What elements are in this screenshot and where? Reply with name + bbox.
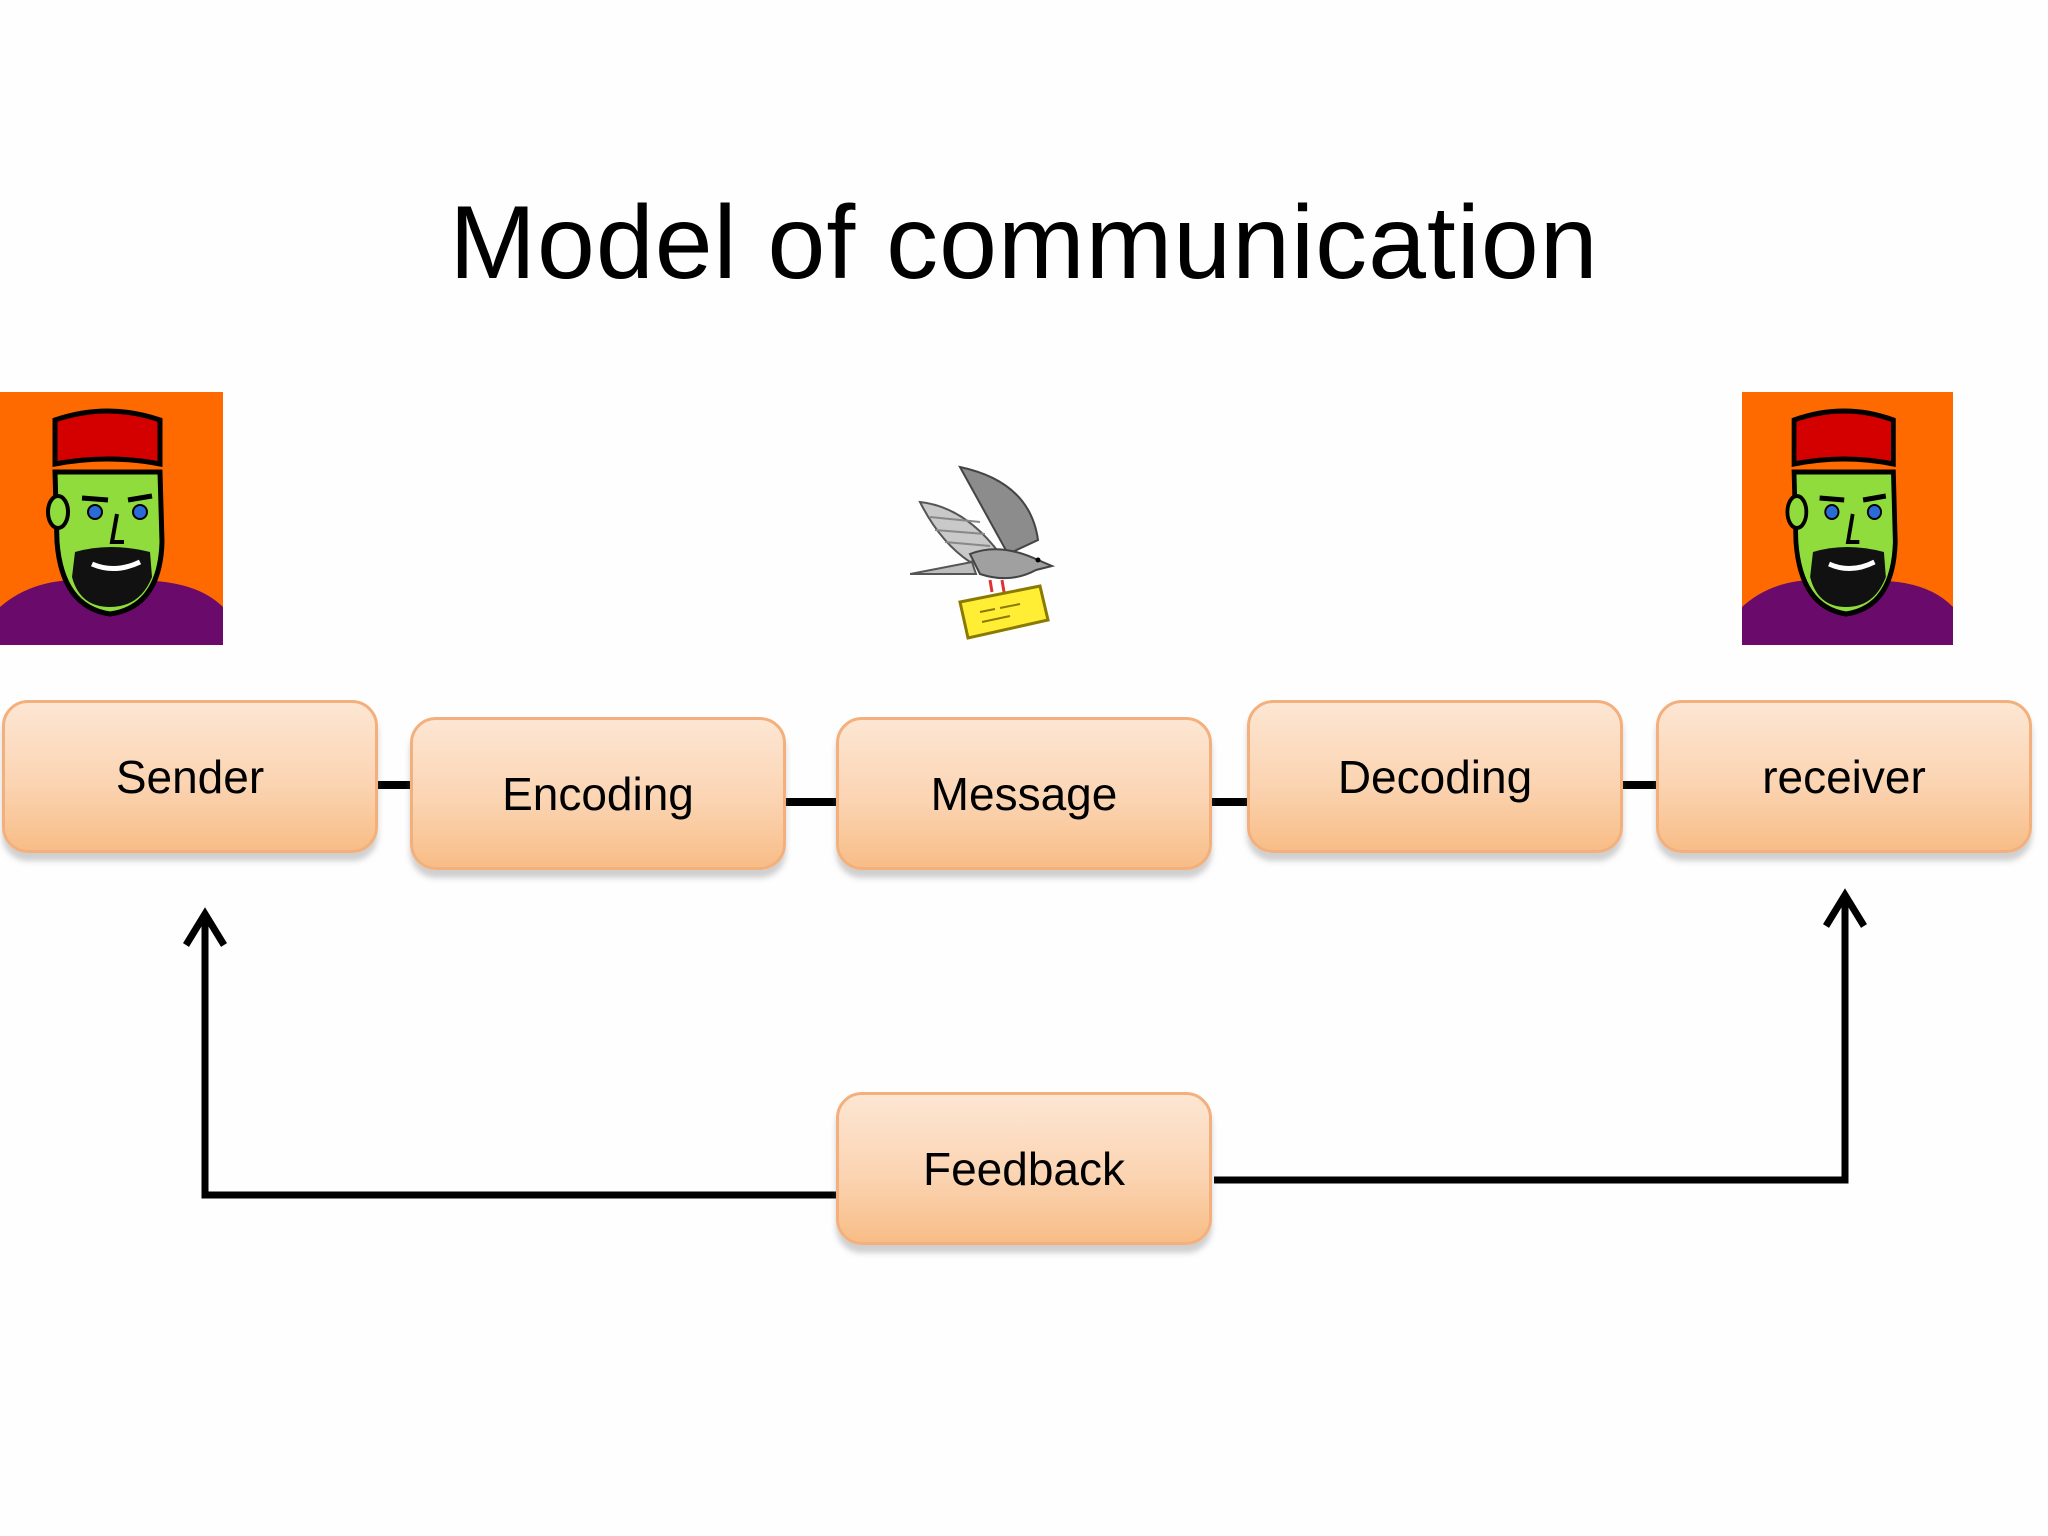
decoding-label: Decoding (1337, 750, 1533, 803)
message-box: Message (836, 717, 1212, 870)
receiver-avatar-icon (1742, 392, 1953, 645)
carrier-pigeon-icon (909, 462, 1060, 647)
encoding-box: Encoding (410, 717, 786, 870)
feedback-box: Feedback (836, 1092, 1212, 1245)
decoding-box: Decoding (1247, 700, 1623, 853)
sender-avatar-icon (0, 392, 223, 645)
feedback-label: Feedback (922, 1142, 1125, 1195)
receiver-box: receiver (1656, 700, 2032, 853)
slide-title: Model of communication (449, 185, 1599, 301)
encoding-label: Encoding (502, 767, 694, 820)
receiver-label: receiver (1762, 750, 1926, 803)
sender-arrowhead-icon (183, 907, 227, 947)
receiver-arrowhead-icon (1823, 888, 1867, 928)
sender-box: Sender (2, 700, 378, 853)
feedback-arrow-to-receiver (1214, 900, 1849, 1184)
feedback-arrow-to-sender (201, 918, 838, 1199)
sender-label: Sender (115, 750, 265, 803)
message-label: Message (930, 767, 1118, 820)
